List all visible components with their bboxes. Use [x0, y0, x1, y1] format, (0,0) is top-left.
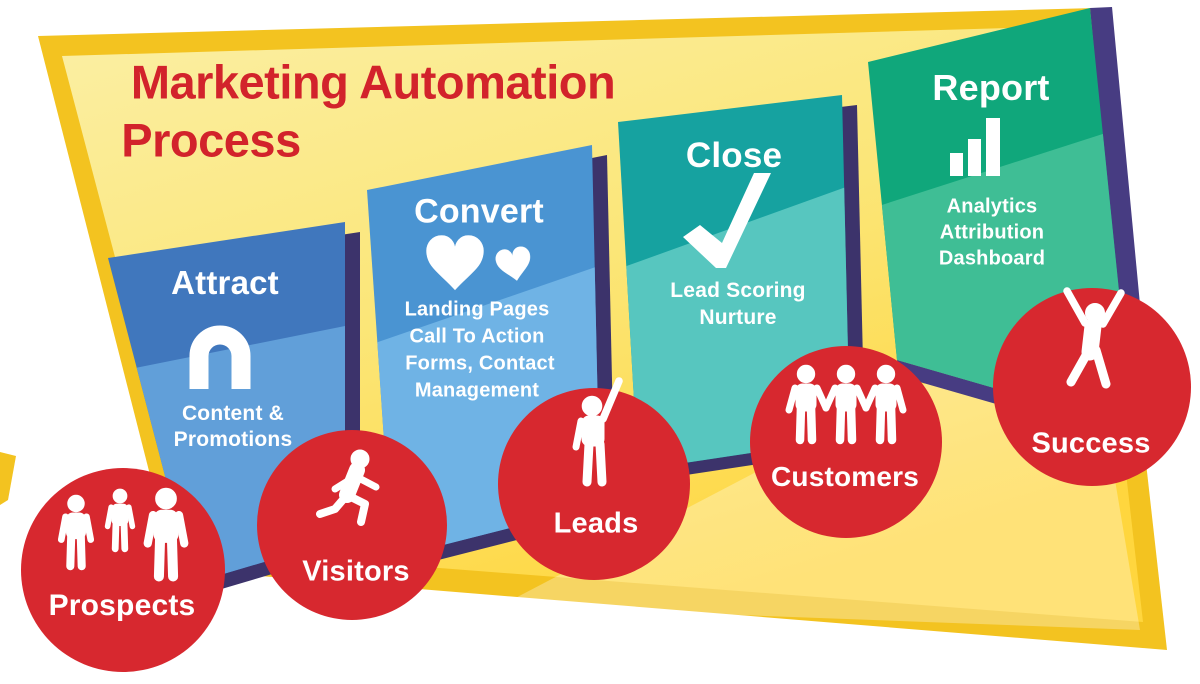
stage-label-report: Report [932, 67, 1050, 108]
stage-detail: Analytics [946, 195, 1038, 218]
magnet-icon [189, 325, 251, 389]
stage-detail: Management [414, 379, 540, 402]
stage-detail: Forms, Contact [405, 352, 555, 375]
main-title-line1: Marketing Automation [130, 55, 616, 109]
stage-label-attract: Attract [171, 264, 279, 301]
stage-detail: Nurture [699, 306, 777, 329]
holding-hands-group-icon [785, 365, 907, 440]
checkmark-icon [683, 173, 771, 268]
visitors-circle [257, 430, 447, 620]
raised-hand-person-icon [572, 377, 623, 487]
main-title-line2: Process [121, 113, 301, 167]
stage-label-convert: Convert [414, 192, 544, 231]
stage-detail: Content & [181, 402, 285, 425]
circle-label-prospects: Prospects [48, 589, 196, 622]
circle-label-customers: Customers [770, 461, 920, 492]
stage-detail: Call To Action [409, 325, 545, 348]
success-circle [993, 288, 1191, 486]
circle-label-visitors: Visitors [302, 555, 410, 588]
icons-layer [61, 118, 1125, 576]
stage-detail: Dashboard [938, 247, 1046, 270]
stage-detail: Landing Pages [404, 298, 550, 321]
stage-detail: Attribution [939, 221, 1045, 244]
running-person-icon [316, 449, 380, 526]
stage-label-close: Close [685, 136, 783, 175]
bar-chart-icon [950, 118, 1000, 176]
leads-circle [498, 388, 690, 580]
celebrating-person-icon [1063, 287, 1125, 389]
circle-label-leads: Leads [553, 507, 639, 540]
circle-label-success: Success [1031, 427, 1151, 460]
stage-detail: Promotions [173, 428, 293, 451]
stage-detail: Lead Scoring [670, 279, 806, 302]
